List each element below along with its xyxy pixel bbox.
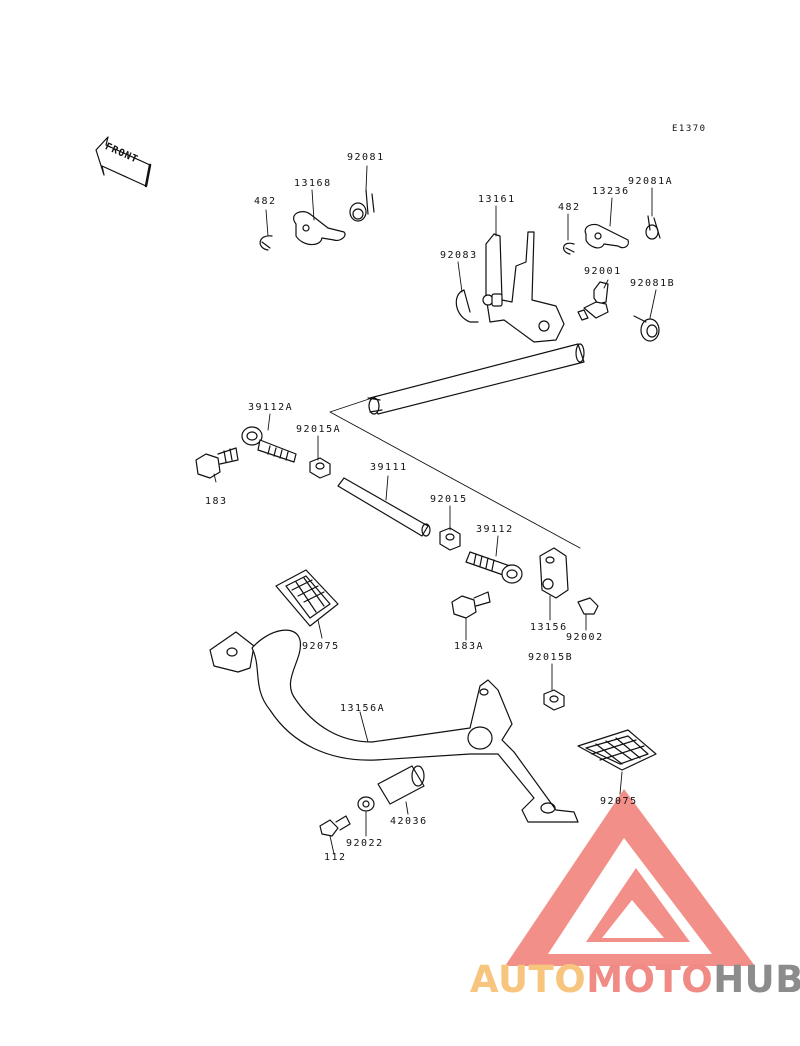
spring-92081: [349, 189, 375, 222]
spring-92081A: [645, 215, 661, 240]
part-label-92075-lower: 92075: [600, 796, 638, 807]
watermark-logo-icon: [505, 789, 755, 966]
plate-13168: [293, 211, 346, 246]
bolt-92001: [577, 281, 609, 321]
leader-lines: [213, 165, 657, 855]
part-label-92001: 92001: [584, 266, 622, 277]
part-label-92081B: 92081B: [630, 278, 676, 289]
part-label-39111: 39111: [370, 462, 408, 473]
rod-end-39112A: [241, 426, 297, 463]
part-label-92015B: 92015B: [528, 652, 574, 663]
part-label-92081: 92081: [347, 152, 385, 163]
part-label-13156: 13156: [530, 622, 568, 633]
part-label-482-left: 482: [254, 196, 277, 207]
part-label-42036: 42036: [390, 816, 428, 827]
part-label-92081A: 92081A: [628, 176, 674, 187]
rod-39111: [337, 477, 431, 537]
bolt-183: [195, 447, 239, 479]
clevis-13156: [539, 547, 569, 599]
part-label-13156A: 13156A: [340, 703, 386, 714]
nut-92015A: [309, 457, 331, 479]
part-label-92022: 92022: [346, 838, 384, 849]
part-label-482-right: 482: [558, 202, 581, 213]
part-label-92002: 92002: [566, 632, 604, 643]
part-label-39112A: 39112A: [248, 402, 294, 413]
watermark-text: AUTOMOTOHUB: [470, 958, 800, 1001]
reference-line: [329, 397, 581, 549]
part-label-92015: 92015: [430, 494, 468, 505]
part-label-92083: 92083: [440, 250, 478, 261]
shift-shaft: [367, 343, 585, 415]
bolt-183A: [451, 591, 491, 619]
bolt-112: [319, 815, 351, 837]
clip-92083: [455, 289, 479, 323]
front-arrow-icon: [95, 136, 152, 188]
part-label-183: 183: [205, 496, 228, 507]
part-label-112: 112: [324, 852, 347, 863]
circlip-482-left: [259, 235, 273, 251]
rod-end-39112: [465, 551, 523, 584]
part-label-13168: 13168: [294, 178, 332, 189]
plate-13236: [584, 223, 629, 249]
shift-arm-13161: [482, 231, 565, 343]
part-label-183A: 183A: [454, 641, 485, 652]
circlip-482-right: [563, 242, 575, 255]
part-label-92075-upper: 92075: [302, 641, 340, 652]
part-label-13161: 13161: [478, 194, 516, 205]
nut-92015: [439, 527, 461, 551]
part-label-13236: 13236: [592, 186, 630, 197]
bolt-92002: [577, 597, 599, 615]
pedal-rubber-92075-upper: [275, 569, 339, 627]
part-label-39112: 39112: [476, 524, 514, 535]
washer-92022: [357, 796, 375, 812]
diagram-code: E1370: [672, 124, 707, 134]
pedal-rubber-92075-lower: [577, 729, 657, 771]
brake-pedal-13156A: [209, 629, 579, 823]
watermark-part-hub: HUB: [713, 958, 800, 1001]
watermark-part-moto: MOTO: [586, 958, 714, 1001]
watermark-part-auto: AUTO: [470, 958, 587, 1001]
nut-92015B: [543, 689, 565, 711]
part-label-92015A: 92015A: [296, 424, 342, 435]
spring-92081B: [633, 315, 660, 342]
bushing-42036: [377, 765, 425, 805]
